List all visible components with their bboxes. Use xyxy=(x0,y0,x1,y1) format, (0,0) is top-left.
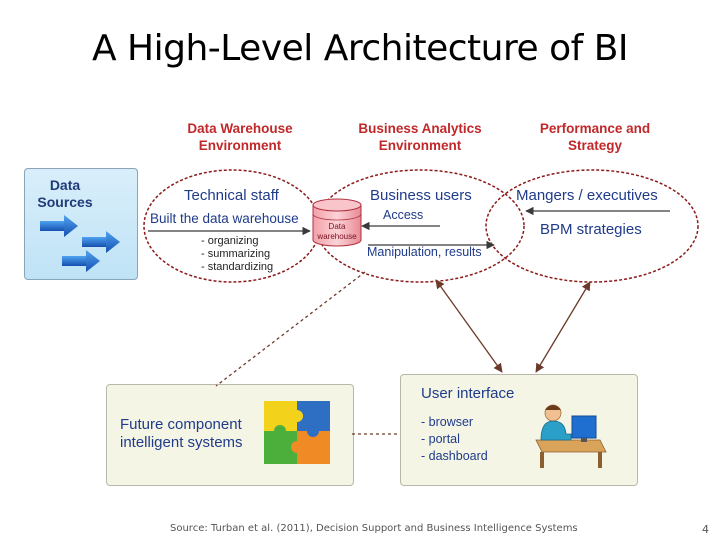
header-performance-strategy: Performance and Strategy xyxy=(515,120,675,154)
managers-label: Mangers / executives xyxy=(516,187,658,204)
header-data-warehouse: Data Warehouse Environment xyxy=(160,120,320,154)
step-organizing: - organizing xyxy=(201,235,259,247)
technical-steps: - organizing - summarizing - standardizi… xyxy=(201,235,273,274)
ui-item-browser: - browser xyxy=(421,415,474,429)
data-sources-title: Data Sources xyxy=(25,177,105,211)
business-users-label: Business users xyxy=(370,187,472,204)
data-sources-title-line1: Data xyxy=(49,177,81,193)
header-performance-line1: Performance and xyxy=(539,121,651,136)
managers-ellipse xyxy=(485,169,699,283)
data-source-arrow-1 xyxy=(40,215,78,237)
source-citation: Source: Turban et al. (2011), Decision S… xyxy=(170,523,578,534)
bpm-strategies-label: BPM strategies xyxy=(540,221,642,238)
data-source-arrow-3 xyxy=(62,250,100,272)
puzzle-icon xyxy=(264,401,330,464)
access-label: Access xyxy=(383,208,424,222)
computer-user-icon xyxy=(535,404,607,468)
future-component-line2: intelligent systems xyxy=(120,434,243,451)
technical-staff-label: Technical staff xyxy=(184,187,279,204)
step-standardizing: - standardizing xyxy=(201,261,274,273)
header-data-warehouse-line1: Data Warehouse xyxy=(187,121,293,136)
header-data-warehouse-line2: Environment xyxy=(198,138,282,153)
user-interface-box xyxy=(400,374,638,486)
manipulation-label: Manipulation, results xyxy=(367,245,482,259)
built-warehouse-label: Built the data warehouse xyxy=(150,211,299,226)
future-component-label: Future component intelligent systems xyxy=(120,416,243,452)
header-business-analytics-line1: Business Analytics xyxy=(358,121,482,136)
ui-item-dashboard: - dashboard xyxy=(421,449,488,463)
user-interface-items: - browser - portal - dashboard xyxy=(421,414,488,465)
ui-item-portal: - portal xyxy=(421,432,460,446)
page-number: 4 xyxy=(702,523,709,536)
data-warehouse-cylinder-icon xyxy=(312,198,362,247)
managers-ui-arrow xyxy=(535,281,591,373)
header-performance-line2: Strategy xyxy=(567,138,623,153)
header-business-analytics: Business Analytics Environment xyxy=(335,120,505,154)
data-source-arrow-2 xyxy=(82,231,120,253)
data-warehouse-label-line2: warehouse xyxy=(317,232,357,241)
step-summarizing: - summarizing xyxy=(201,248,271,260)
data-warehouse-label-line1: Data xyxy=(328,222,346,231)
header-business-analytics-line2: Environment xyxy=(378,138,462,153)
dw-to-future-connector xyxy=(215,271,366,387)
data-sources-title-line2: Sources xyxy=(37,194,93,210)
page-title: A High-Level Architecture of BI xyxy=(91,28,629,69)
business-ui-arrow xyxy=(435,279,503,373)
data-warehouse-label: Data warehouse xyxy=(313,222,361,242)
user-interface-title: User interface xyxy=(421,385,515,402)
future-component-line1: Future component xyxy=(120,416,242,433)
